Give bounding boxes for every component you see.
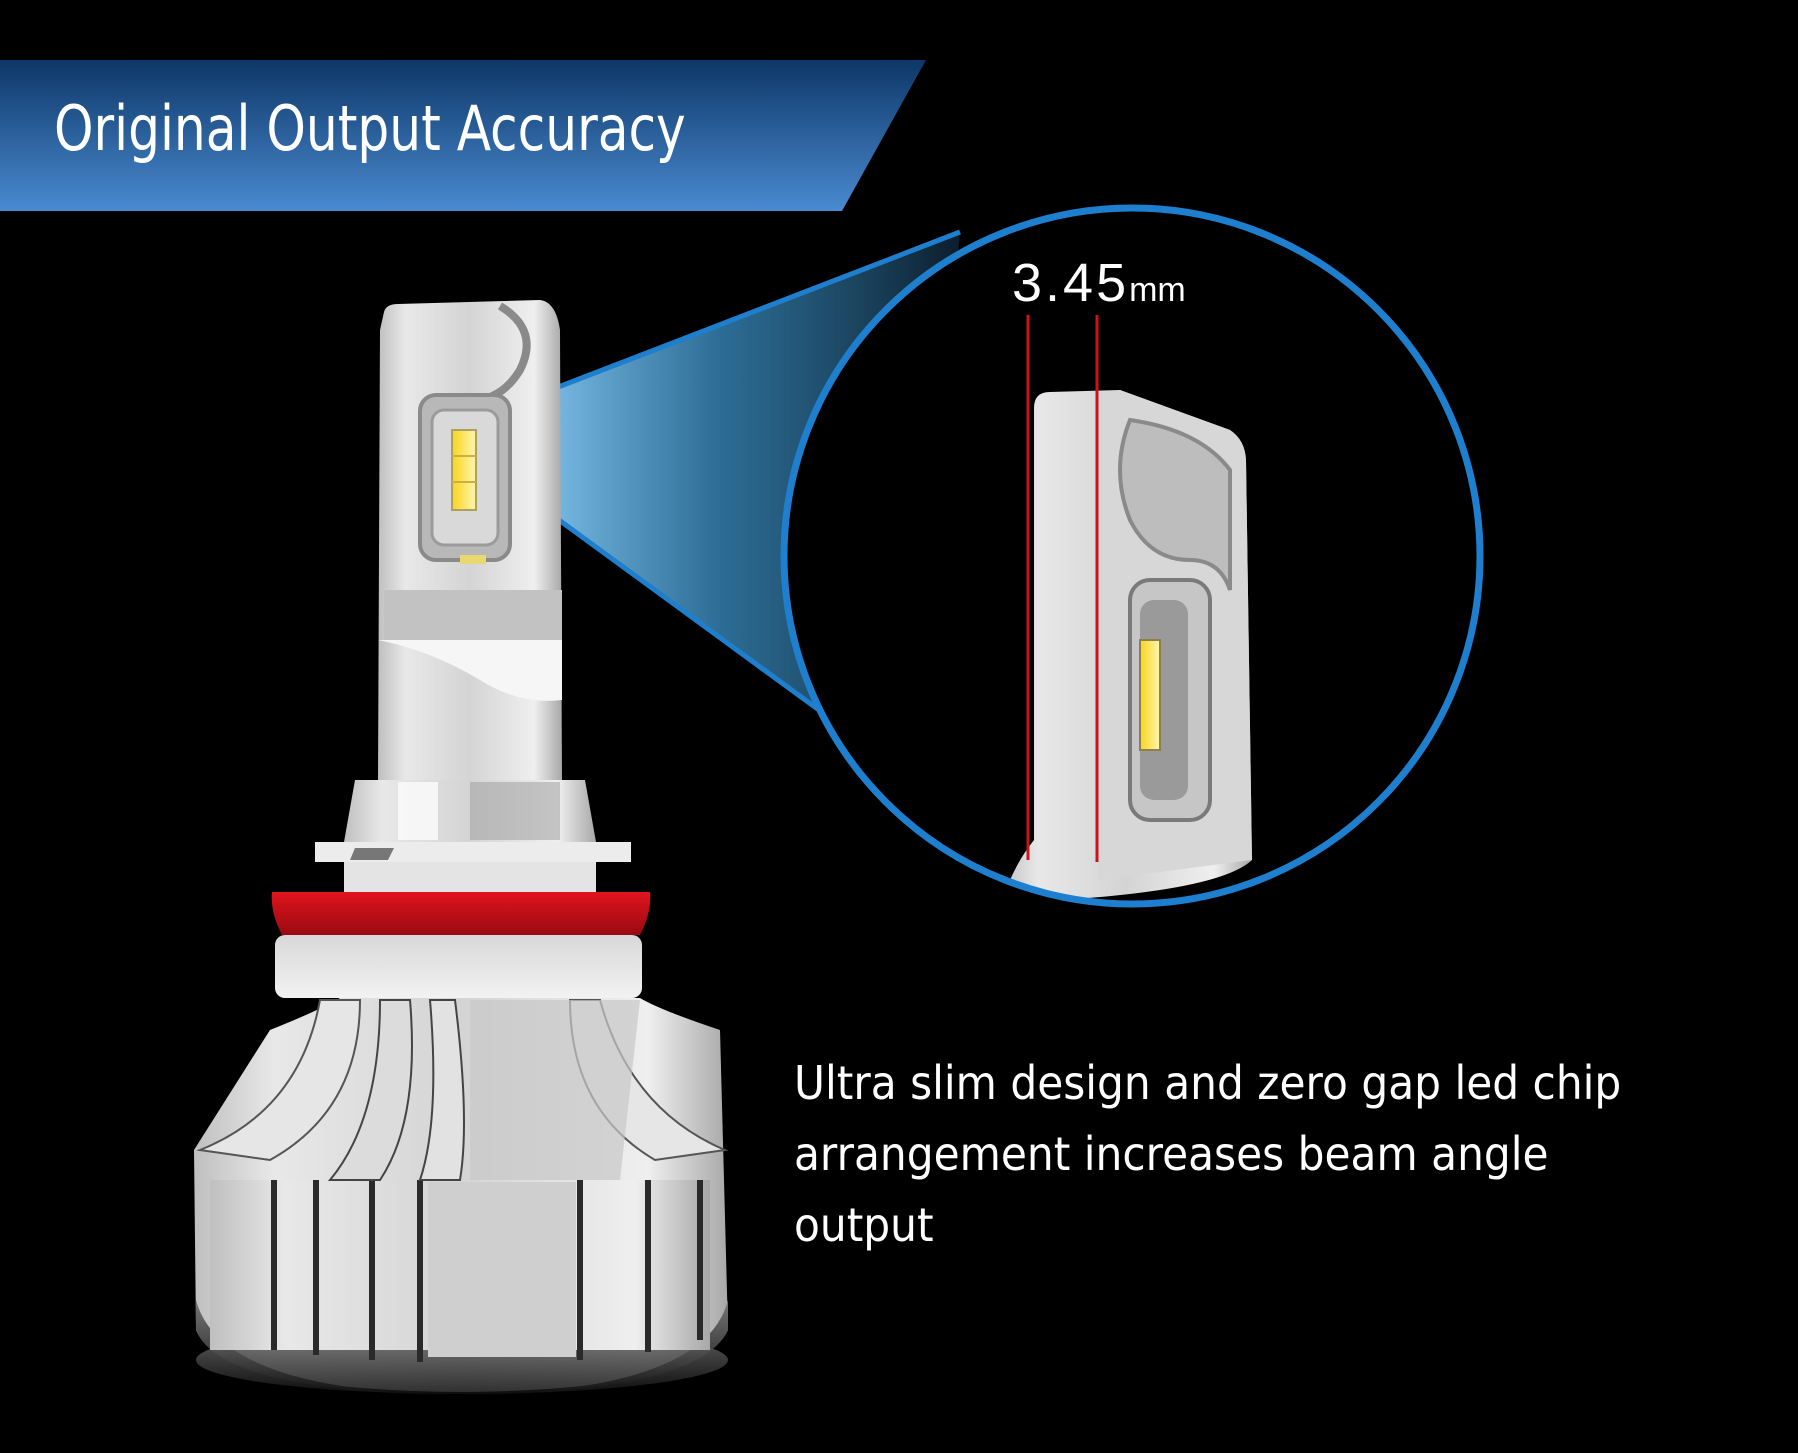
bulb-heatsink: [194, 998, 729, 1395]
measurement-lines: [1026, 315, 1099, 862]
bulb-stem: [378, 300, 562, 780]
dimension-label: 3.45mm: [1012, 252, 1186, 314]
title-banner: [0, 60, 926, 211]
feature-description: Ultra slim design and zero gap led chip …: [794, 1048, 1677, 1261]
feature-line: output: [794, 1198, 934, 1252]
dimension-value: 3.45: [1012, 253, 1130, 313]
magnifier-circle: [780, 204, 1484, 908]
banner-title: Original Output Accuracy: [54, 92, 686, 165]
dimension-unit: mm: [1129, 271, 1186, 309]
feature-line: arrangement increases beam angle: [794, 1127, 1549, 1181]
led-chip-icon: [451, 429, 477, 511]
zoomed-led-chip-icon: [1139, 639, 1161, 751]
feature-line: Ultra slim design and zero gap led chip: [794, 1056, 1622, 1110]
bulb-collar: [271, 780, 651, 998]
